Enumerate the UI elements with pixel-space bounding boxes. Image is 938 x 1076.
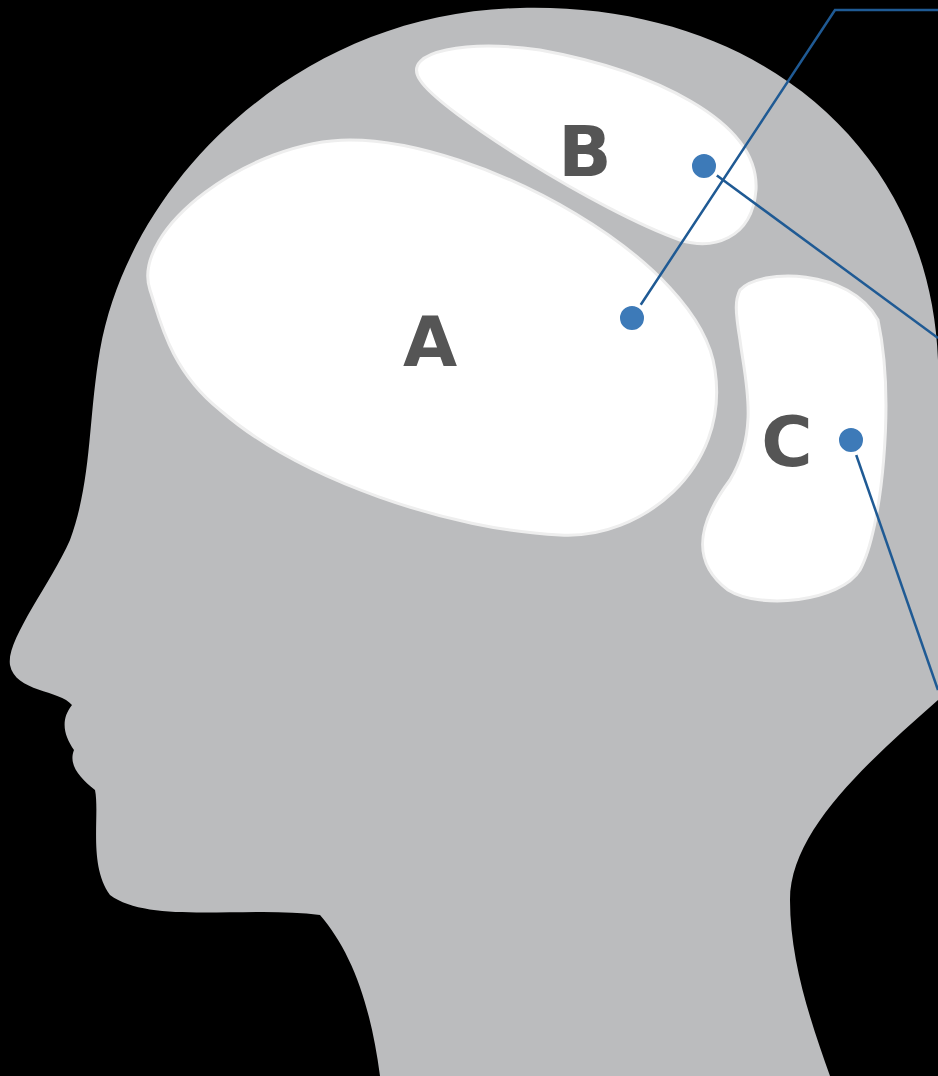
leader-line — [632, 10, 938, 318]
region-outline — [702, 276, 885, 601]
region-outline — [148, 140, 717, 535]
marker-dot — [690, 152, 718, 180]
leader-line — [704, 166, 938, 338]
region-label: A — [403, 307, 457, 377]
head-outline — [10, 8, 938, 1076]
brain-region: A — [140, 132, 725, 547]
region-label: C — [761, 407, 812, 477]
marker-dot — [618, 304, 646, 332]
leader-line — [851, 440, 938, 690]
brain-region: C — [685, 268, 890, 610]
marker-dot — [837, 426, 865, 454]
region-label: B — [558, 117, 611, 187]
